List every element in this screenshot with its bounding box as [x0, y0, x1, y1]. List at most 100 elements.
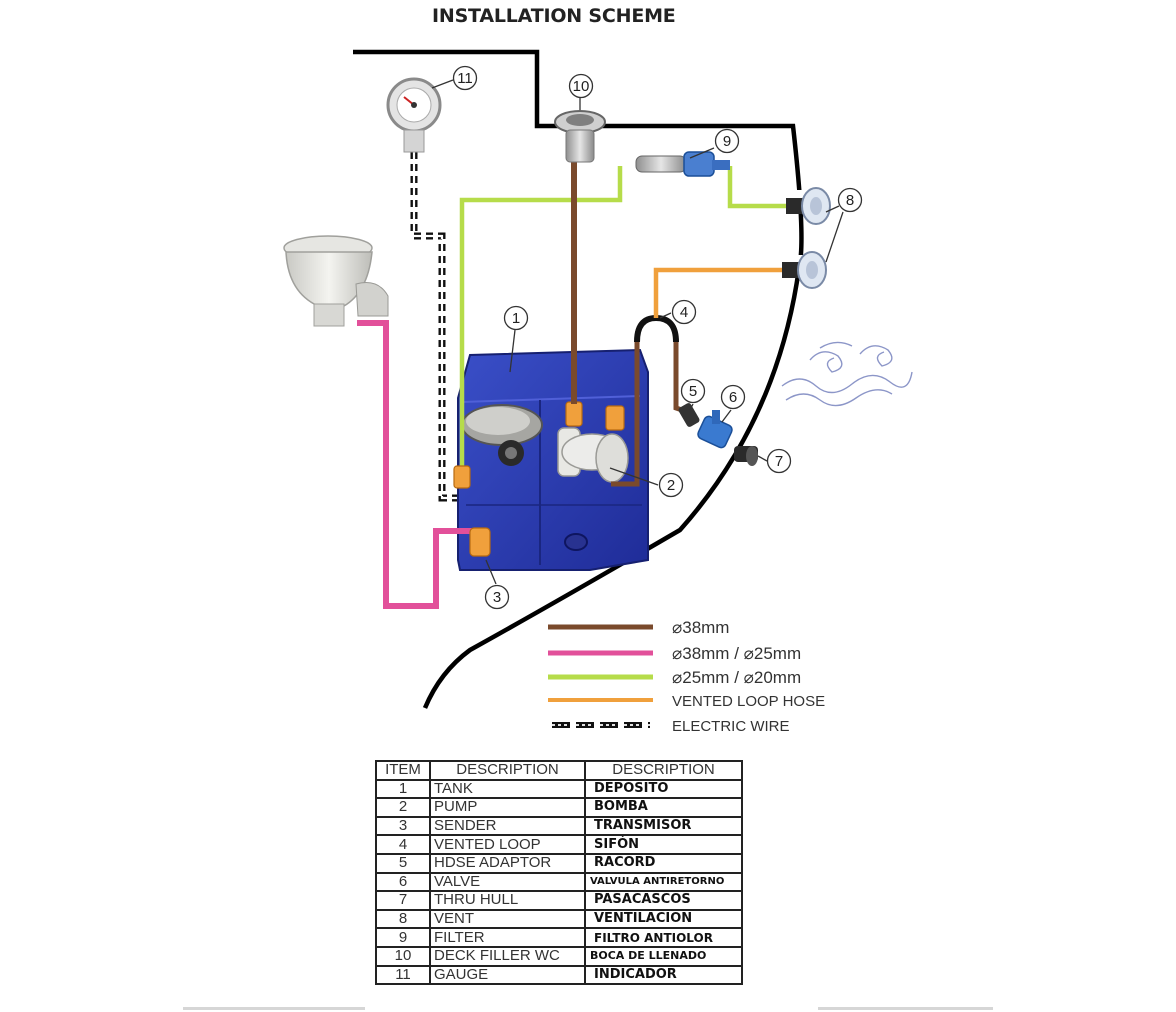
legend-label-vented-loop: VENTED LOOP HOSE: [672, 693, 825, 710]
legend-label-38-25mm: ⌀38mm / ⌀25mm: [672, 644, 801, 663]
vented-loop-hose: [653, 267, 784, 318]
holding-tank: [457, 348, 649, 571]
pump: [557, 401, 629, 483]
item-number: 10: [375, 945, 431, 967]
item-number: 5: [375, 852, 431, 874]
thru-hull: [734, 446, 758, 466]
callout-10: 10: [568, 73, 594, 99]
description-en: TANK: [429, 778, 586, 800]
col-header-item: ITEM: [375, 760, 431, 781]
hose-adaptor: [678, 403, 700, 427]
item-number: 3: [375, 815, 431, 837]
callout-11: 11: [452, 65, 478, 91]
callout-7: 7: [766, 448, 792, 474]
callout-1: 1: [503, 305, 529, 331]
filter: [635, 151, 730, 177]
description-es: BOMBA: [584, 797, 743, 818]
deck-filler: [554, 110, 606, 163]
description-en: DECK FILLER WC: [429, 945, 586, 967]
description-en: PUMP: [429, 797, 586, 818]
description-es: TRANSMISOR: [584, 815, 743, 837]
toilet-hose: [357, 320, 476, 609]
description-es: RACORD: [584, 852, 743, 874]
bottom-divider-left: [183, 1007, 365, 1010]
description-en: VENTED LOOP: [429, 834, 586, 855]
item-number: 4: [375, 834, 431, 855]
description-es: FILTRO ANTIOLOR: [584, 927, 743, 948]
item-number: 6: [375, 871, 431, 893]
callout-2: 2: [658, 472, 684, 498]
legend-label-electric-wire: ELECTRIC WIRE: [672, 718, 790, 735]
vent-lower: [782, 251, 827, 289]
col-header-description-en: DESCRIPTION: [429, 760, 586, 781]
description-es: SIFÓN: [584, 834, 743, 855]
tank-inlet-fitting: [469, 527, 491, 557]
svg-text:10: 10: [573, 78, 590, 95]
description-es: BOCA DE LLENADO: [584, 945, 743, 967]
svg-text:11: 11: [457, 70, 473, 87]
description-es: INDICADOR: [584, 964, 743, 986]
callout-3: 3: [484, 584, 510, 610]
description-en: HDSE ADAPTOR: [429, 852, 586, 874]
page-title: INSTALLATION SCHEME: [432, 5, 676, 27]
item-number: 2: [375, 797, 431, 818]
item-number: 1: [375, 778, 431, 800]
svg-text:3: 3: [493, 589, 501, 606]
legend-label-25-20mm: ⌀25mm / ⌀20mm: [672, 668, 801, 687]
svg-text:2: 2: [667, 477, 675, 494]
item-number: 9: [375, 927, 431, 948]
gauge: [386, 77, 442, 153]
callout-6: 6: [720, 384, 746, 410]
table-header-row: ITEM DESCRIPTION DESCRIPTION: [375, 760, 743, 781]
svg-text:6: 6: [729, 389, 737, 406]
legend-label-38mm: ⌀38mm: [672, 618, 729, 637]
description-en: GAUGE: [429, 964, 586, 986]
bottom-divider-right: [818, 1007, 993, 1010]
vent-upper: [786, 187, 831, 225]
marine-toilet: [283, 235, 389, 327]
callout-leaders: [431, 79, 844, 585]
col-header-description-es: DESCRIPTION: [584, 760, 743, 781]
electric-wire: [410, 152, 500, 502]
description-es: VALVULA ANTIRETORNO: [584, 871, 743, 893]
item-number: 7: [375, 890, 431, 911]
item-number: 11: [375, 964, 431, 986]
svg-text:1: 1: [512, 310, 520, 327]
svg-text:8: 8: [846, 192, 854, 209]
description-es: VENTILACIÓN: [584, 908, 743, 930]
vent-hose: [459, 166, 623, 468]
description-es: DEPOSITO: [584, 778, 743, 800]
vent-fitting: [453, 465, 471, 489]
callout-5: 5: [680, 378, 706, 404]
description-es: PASACASCOS: [584, 890, 743, 911]
callout-4: 4: [671, 299, 697, 325]
legend: ⌀38mm ⌀38mm / ⌀25mm ⌀25mm / ⌀20mm VENTED…: [548, 618, 825, 735]
vent-hose-outlet: [727, 166, 788, 209]
callout-9: 9: [714, 128, 740, 154]
description-en: THRU HULL: [429, 890, 586, 911]
description-en: VALVE: [429, 871, 586, 893]
item-number: 8: [375, 908, 431, 930]
callout-8: 8: [837, 187, 863, 213]
sea-waves-icon: [781, 341, 913, 407]
valve: [697, 410, 733, 449]
vented-loop-top: [634, 314, 679, 343]
description-en: VENT: [429, 908, 586, 930]
svg-text:4: 4: [680, 304, 688, 321]
description-en: FILTER: [429, 927, 586, 948]
svg-text:9: 9: [723, 133, 731, 150]
description-en: SENDER: [429, 815, 586, 837]
